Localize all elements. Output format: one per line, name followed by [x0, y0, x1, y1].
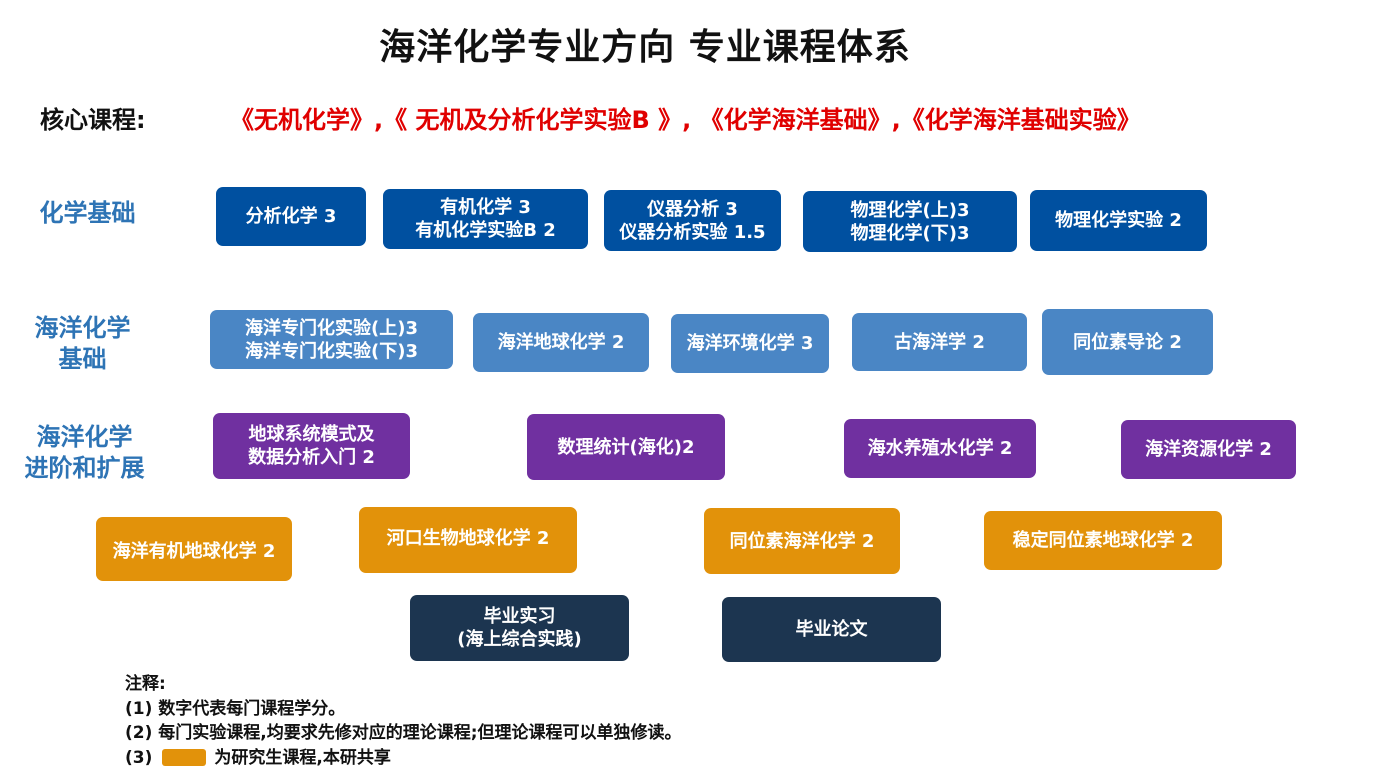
- note-item-3-text: 为研究生课程,本研共享: [214, 747, 391, 768]
- course-instrumental-analysis[interactable]: 仪器分析 3 仪器分析实验 1.5: [604, 190, 781, 251]
- note-item-3-prefix: (3): [125, 747, 153, 768]
- note-item-1: (1) 数字代表每门课程学分。: [125, 698, 346, 719]
- core-courses-label: 核心课程:: [40, 106, 146, 134]
- row-label-line: 基础: [58, 345, 107, 373]
- course-marine-resource-chemistry[interactable]: 海洋资源化学 2: [1121, 420, 1296, 479]
- course-line: 有机化学实验B 2: [415, 220, 556, 241]
- row-label-ocean-basic: 海洋化学 基础: [15, 313, 150, 375]
- course-line: 古海洋学 2: [894, 331, 985, 353]
- notes: 注释: (1) 数字代表每门课程学分。 (2) 每门实验课程,均要求先修对应的理…: [125, 672, 682, 770]
- course-line: 毕业实习: [483, 606, 556, 627]
- note-item-3: (3) 为研究生课程,本研共享: [125, 746, 682, 771]
- course-line: (海上综合实践): [457, 629, 582, 650]
- row-label-line: 化学基础: [39, 199, 136, 227]
- course-physical-chemistry[interactable]: 物理化学(上)3 物理化学(下)3: [803, 191, 1017, 252]
- row-label-line: 海洋化学: [36, 423, 133, 451]
- course-line: 物理化学(下)3: [850, 222, 970, 244]
- course-line: 分析化学 3: [245, 206, 337, 227]
- course-line: 数理统计(海化)2: [557, 436, 695, 458]
- course-line: 仪器分析 3: [647, 198, 738, 220]
- row-label-chem-basic: 化学基础: [20, 198, 155, 229]
- course-marine-environmental-chemistry[interactable]: 海洋环境化学 3: [671, 314, 829, 373]
- course-line: 有机化学 3: [440, 197, 531, 218]
- course-line: 海洋资源化学 2: [1145, 439, 1272, 460]
- course-marine-geochemistry[interactable]: 海洋地球化学 2: [473, 313, 649, 372]
- course-graduation-thesis[interactable]: 毕业论文: [722, 597, 941, 662]
- course-isotope-marine-chemistry[interactable]: 同位素海洋化学 2: [704, 508, 900, 574]
- row-label-line: 海洋化学: [34, 314, 131, 342]
- course-line: 海洋专门化实验(上)3: [245, 317, 418, 339]
- course-isotope-introduction[interactable]: 同位素导论 2: [1042, 309, 1213, 375]
- course-organic-chemistry[interactable]: 有机化学 3 有机化学实验B 2: [383, 189, 588, 249]
- course-line: 海水养殖水化学 2: [867, 438, 1013, 459]
- course-line: 稳定同位素地球化学 2: [1012, 530, 1194, 551]
- notes-heading: 注释:: [125, 674, 166, 694]
- page-title: 海洋化学专业方向 专业课程体系: [379, 27, 911, 68]
- course-physical-chemistry-lab[interactable]: 物理化学实验 2: [1030, 190, 1207, 251]
- course-line: 海洋有机地球化学 2: [112, 540, 276, 562]
- course-estuarine-biogeochemistry[interactable]: 河口生物地球化学 2: [359, 507, 577, 573]
- course-graduation-internship[interactable]: 毕业实习 (海上综合实践): [410, 595, 629, 661]
- course-line: 数据分析入门 2: [248, 447, 375, 468]
- course-line: 同位素导论 2: [1073, 331, 1182, 353]
- course-mathematical-statistics[interactable]: 数理统计(海化)2: [527, 414, 725, 480]
- course-stable-isotope-geochemistry[interactable]: 稳定同位素地球化学 2: [984, 511, 1222, 570]
- course-paleoceanography[interactable]: 古海洋学 2: [852, 313, 1027, 371]
- course-aquaculture-water-chemistry[interactable]: 海水养殖水化学 2: [844, 419, 1036, 478]
- course-earth-system-modeling[interactable]: 地球系统模式及 数据分析入门 2: [213, 413, 410, 479]
- course-line: 河口生物地球化学 2: [386, 528, 550, 549]
- course-line: 物理化学实验 2: [1055, 210, 1182, 231]
- graduate-color-swatch: [162, 748, 207, 766]
- course-analytical-chemistry[interactable]: 分析化学 3: [216, 187, 366, 246]
- course-line: 海洋环境化学 3: [686, 333, 814, 354]
- note-item-2: (2) 每门实验课程,均要求先修对应的理论课程;但理论课程可以单独修读。: [125, 723, 682, 743]
- course-line: 毕业论文: [795, 619, 868, 640]
- course-line: 同位素海洋化学 2: [729, 530, 875, 552]
- course-marine-organic-geochemistry[interactable]: 海洋有机地球化学 2: [96, 517, 292, 581]
- course-ocean-specialized-lab[interactable]: 海洋专门化实验(上)3 海洋专门化实验(下)3: [210, 310, 453, 369]
- course-line: 地球系统模式及: [248, 424, 375, 445]
- row-label-line: 进阶和扩展: [24, 454, 145, 482]
- course-line: 海洋地球化学 2: [497, 332, 625, 353]
- course-line: 仪器分析实验 1.5: [619, 221, 766, 243]
- course-line: 物理化学(上)3: [850, 199, 970, 221]
- core-courses-list: 《无机化学》,《 无机及分析化学实验B 》, 《化学海洋基础》,《化学海洋基础实…: [230, 106, 1141, 134]
- row-label-advanced: 海洋化学 进阶和扩展: [12, 422, 157, 484]
- course-line: 海洋专门化实验(下)3: [245, 340, 418, 362]
